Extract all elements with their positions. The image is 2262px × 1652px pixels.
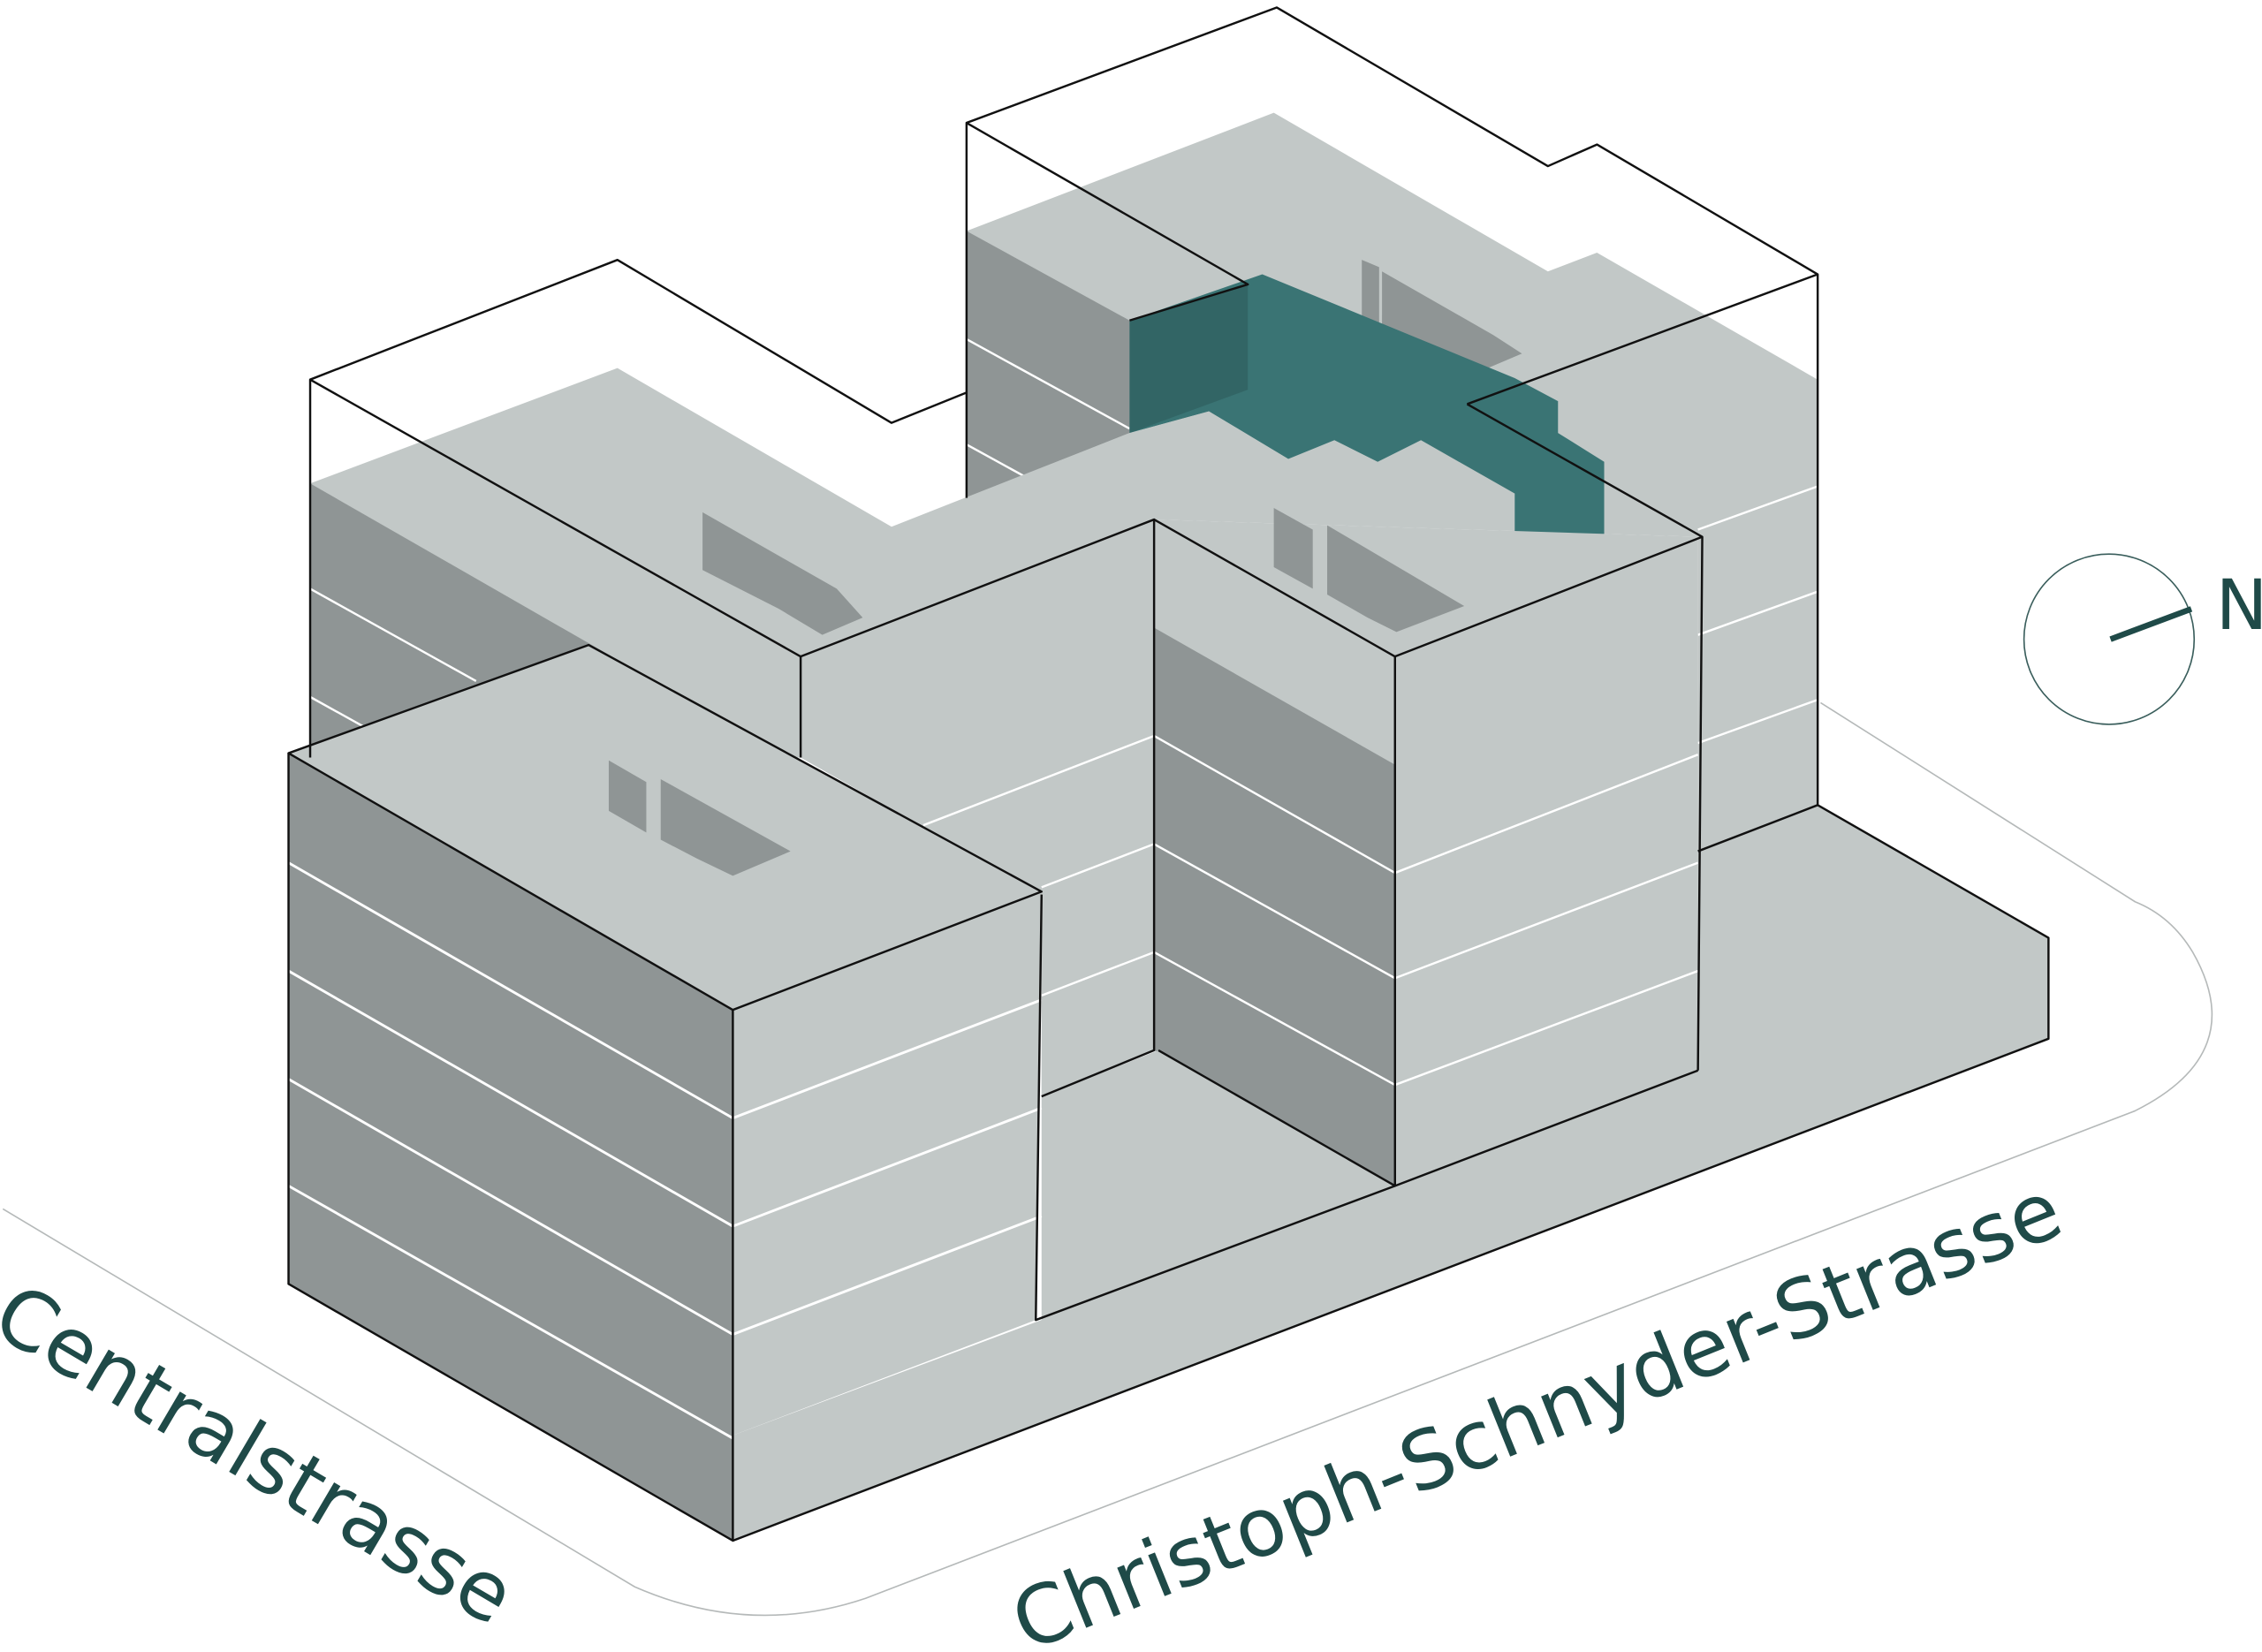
back-tower [966, 112, 1818, 852]
building-outlines [287, 6, 2050, 1542]
highlighted-unit [1129, 274, 1605, 578]
front-block [287, 645, 1043, 1541]
north-compass: N [2023, 553, 2262, 725]
podium [732, 805, 2049, 1541]
compass-needle-icon [2109, 606, 2193, 642]
center-block [801, 508, 1699, 1186]
compass-north-label: N [2216, 565, 2262, 646]
street-outline [2, 701, 2213, 1617]
compass-circle-icon [2023, 553, 2196, 725]
